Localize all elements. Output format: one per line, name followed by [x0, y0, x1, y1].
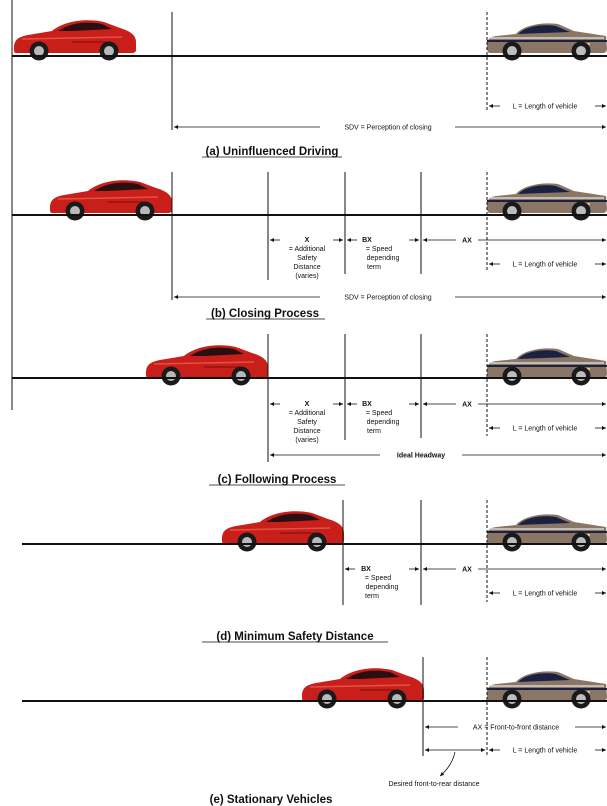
- corvette-c: [486, 347, 607, 387]
- x-desc-c-4: (varies): [295, 437, 318, 444]
- ax-label-c: AX: [462, 402, 472, 409]
- ax-label-d: AX: [462, 567, 472, 574]
- panel-title-e: (e) Stationary Vehicles: [210, 794, 333, 806]
- bx-desc-d-2: depending: [366, 584, 399, 591]
- x-desc-b-3: Distance: [293, 264, 320, 271]
- bx-label-d: BX: [361, 566, 371, 573]
- length-label-a: L = Length of vehicle: [513, 104, 578, 111]
- length-label-e: L = Length of vehicle: [513, 748, 578, 755]
- sdv-label-b: SDV = Perception of closing: [344, 295, 431, 302]
- ax-label-b: AX: [462, 238, 472, 245]
- panel-b: X = Additional Safety Distance (varies) …: [12, 172, 607, 320]
- bx-desc-b-3: term: [367, 264, 381, 271]
- x-desc-b-2: Safety: [297, 255, 317, 262]
- x-label-c: X: [305, 401, 310, 408]
- red-car-c: [145, 344, 269, 387]
- corvette-e: [486, 670, 607, 710]
- bx-label-b: BX: [362, 237, 372, 244]
- x-desc-c-1: = Additional: [289, 410, 326, 417]
- bx-desc-b-2: depending: [367, 255, 400, 262]
- red-car-d: [221, 510, 345, 553]
- headway-label-c: Ideal Headway: [397, 453, 445, 460]
- panel-c: X = Additional Safety Distance (varies) …: [12, 334, 607, 486]
- bx-desc-b-1: = Speed: [366, 246, 392, 253]
- bx-desc-c-1: = Speed: [366, 410, 392, 417]
- x-desc-c-2: Safety: [297, 419, 317, 426]
- callout-arrow-e: [439, 751, 456, 777]
- red-car-a: [13, 19, 137, 62]
- sdv-label-a: SDV = Perception of closing: [344, 125, 431, 132]
- bx-desc-d-3: term: [365, 593, 379, 600]
- panel-title-b: (b) Closing Process: [211, 308, 319, 320]
- length-label-d: L = Length of vehicle: [513, 591, 578, 598]
- corvette-d: [486, 513, 607, 553]
- panel-d: BX = Speed depending term AX L = Length …: [22, 500, 607, 643]
- ax-label-e: AX = Front-to-front distance: [473, 725, 559, 732]
- length-label-b: L = Length of vehicle: [513, 262, 578, 269]
- bx-label-c: BX: [362, 401, 372, 408]
- red-car-e: [301, 667, 425, 710]
- corvette-a: [486, 22, 607, 62]
- panel-title-c: (c) Following Process: [218, 474, 337, 486]
- x-desc-c-3: Distance: [293, 428, 320, 435]
- bx-desc-c-3: term: [367, 428, 381, 435]
- x-label-b: X: [305, 237, 310, 244]
- panel-title-a: (a) Uninfluenced Driving: [206, 146, 339, 158]
- x-desc-b-1: = Additional: [289, 246, 326, 253]
- panel-a: L = Length of vehicle SDV = Perception o…: [12, 12, 607, 158]
- bx-desc-d-1: = Speed: [365, 575, 391, 582]
- length-label-c: L = Length of vehicle: [513, 426, 578, 433]
- bx-desc-c-2: depending: [367, 419, 400, 426]
- panel-e: AX = Front-to-front distance L = Length …: [22, 657, 607, 806]
- panel-title-d: (d) Minimum Safety Distance: [216, 631, 373, 643]
- desired-label-e: Desired front-to-rear distance: [388, 781, 479, 788]
- x-desc-b-4: (varies): [295, 273, 318, 280]
